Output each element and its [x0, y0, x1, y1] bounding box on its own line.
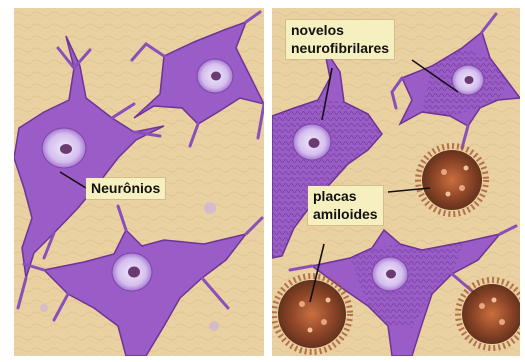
panel-divider: [264, 0, 272, 362]
nucleolus-icon: [60, 144, 72, 154]
neuronios-label: Neurônios: [86, 178, 165, 199]
diseased-tissue-panel: [272, 8, 520, 356]
nucleolus-icon: [128, 267, 140, 278]
placas-amiloides-label: placas amiloides: [308, 186, 383, 225]
nucleolus-icon: [465, 76, 474, 84]
nucleolus-icon: [211, 72, 221, 81]
diseased-tissue-svg: [272, 8, 520, 356]
novelos-neurofibrilares-label: novelos neurofibrilares: [286, 20, 394, 59]
nucleolus-icon: [309, 138, 320, 148]
nucleolus-icon: [386, 270, 396, 279]
